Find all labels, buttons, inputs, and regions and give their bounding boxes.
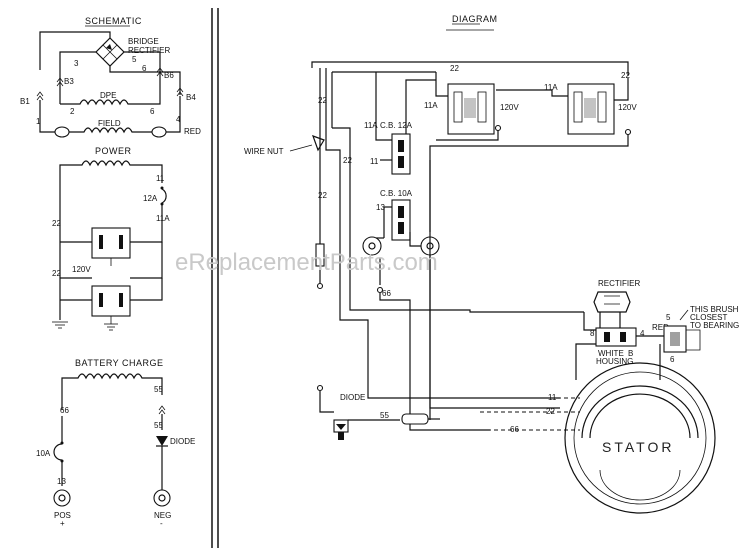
diag-fuse-55 [401, 413, 429, 425]
schematic-title: SCHEMATIC [85, 16, 142, 26]
breaker-12a [391, 133, 411, 175]
dpe-label: DPE [100, 91, 116, 100]
diag-11a-top: 11A [544, 83, 558, 92]
white-housing-label-1: WHITE [598, 349, 624, 358]
diag-b4: 4 [640, 329, 645, 338]
diag-11a-mid: 11A [424, 101, 438, 110]
bridge-rectifier-label-2: RECTIFIER [128, 46, 170, 55]
rectifier-label: RECTIFIER [598, 279, 640, 288]
bridge-rectifier-label-1: BRIDGE [128, 37, 159, 46]
diag-st-66: 66 [510, 425, 519, 434]
term-6a: 6 [142, 64, 147, 73]
brush-note-1: THIS BRUSH [690, 305, 739, 314]
schematic-panel: SCHEMATIC BRIDGE RECTIFIER 3 5 6 B1 B3 B… [20, 16, 201, 528]
diag-red: RED [652, 323, 669, 332]
diagram-panel: DIAGRAM 22 22 22 22 22 120V 11A [244, 14, 739, 514]
watermark: eReplacementParts.com [175, 249, 438, 276]
power-wire-11a: 11A [156, 214, 170, 223]
term-1: 1 [36, 117, 41, 126]
neg-label: NEG [154, 511, 171, 520]
label-red: RED [184, 127, 201, 136]
pos-sign: + [60, 519, 65, 528]
battery-wire-55a: 55 [154, 385, 163, 394]
diag-66: 66 [382, 289, 391, 298]
power-title: POWER [95, 146, 132, 156]
cb10-label: C.B. 10A [380, 189, 413, 198]
white-housing-label-2: HOUSING [596, 357, 633, 366]
battery-wire-66: 66 [60, 406, 69, 415]
diag-diode-label: DIODE [340, 393, 365, 402]
brush-note-3: TO BEARING [690, 321, 739, 330]
battery-wire-13: 13 [57, 477, 66, 486]
label-b3: B3 [64, 77, 74, 86]
diag-120v-b: 120V [618, 103, 637, 112]
label-b4: B4 [186, 93, 196, 102]
pos-post [362, 236, 382, 256]
power-wire-22b: 22 [52, 269, 61, 278]
battery-title: BATTERY CHARGE [75, 358, 164, 368]
diag-st-11: 11 [548, 393, 557, 402]
brush-note-2: CLOSEST [690, 313, 727, 322]
diag-22-a: 22 [318, 96, 327, 105]
ground-symbol [52, 321, 68, 329]
diag-13: 13 [376, 203, 385, 212]
diag-st-22: 22 [546, 407, 555, 416]
diag-22-d: 22 [343, 156, 352, 165]
pos-terminal [53, 489, 71, 507]
diode-symbol [156, 436, 168, 446]
diode-label: DIODE [170, 437, 195, 446]
term-4: 4 [176, 115, 181, 124]
term-3: 3 [74, 59, 79, 68]
diag-11a-left: 11A [364, 121, 378, 130]
white-housing [595, 327, 637, 347]
field-label: FIELD [98, 119, 121, 128]
term-2: 2 [70, 107, 75, 116]
rectifier-unit [593, 291, 631, 313]
label-b1: B1 [20, 97, 30, 106]
stator-label: STATOR [602, 439, 674, 455]
neg-terminal [153, 489, 171, 507]
diagram-outlet-b [567, 83, 615, 135]
diagram-title: DIAGRAM [452, 14, 498, 24]
term-6b: 6 [150, 107, 155, 116]
term-5: 5 [132, 55, 137, 64]
ground-symbol-outlet [104, 323, 118, 331]
outlet-upper [91, 227, 131, 266]
battery-cb-10a: 10A [36, 449, 51, 458]
diagram-outlet-a [447, 83, 495, 135]
stator [564, 362, 716, 514]
diag-b6: 6 [670, 355, 675, 364]
diag-120v-a: 120V [500, 103, 519, 112]
brush-holder [663, 325, 701, 353]
diag-11: 11 [370, 157, 379, 166]
diag-b8: 8 [590, 329, 595, 338]
diag-22-c: 22 [621, 71, 630, 80]
power-120v: 120V [72, 265, 91, 274]
bridge-rectifier-symbol [95, 37, 125, 67]
diag-b5: 5 [666, 313, 671, 322]
neg-sign: - [160, 519, 163, 528]
diag-diode [333, 419, 349, 440]
diag-55: 55 [380, 411, 389, 420]
outlet-lower [91, 285, 131, 324]
wire-nut-label: WIRE NUT [244, 147, 284, 156]
battery-wire-55b: 55 [154, 421, 163, 430]
label-b6: B6 [164, 71, 174, 80]
breaker-10a [391, 199, 411, 241]
diag-22-b: 22 [450, 64, 459, 73]
power-wire-22a: 22 [52, 219, 61, 228]
wire-nut-symbol [312, 135, 325, 152]
diag-22-e: 22 [318, 191, 327, 200]
diag-b-label: B [628, 349, 633, 358]
cb12-label: C.B. 12A [380, 121, 413, 130]
power-wire-11: 11 [156, 174, 165, 183]
pos-label: POS [54, 511, 71, 520]
power-cb-12a: 12A [143, 194, 158, 203]
